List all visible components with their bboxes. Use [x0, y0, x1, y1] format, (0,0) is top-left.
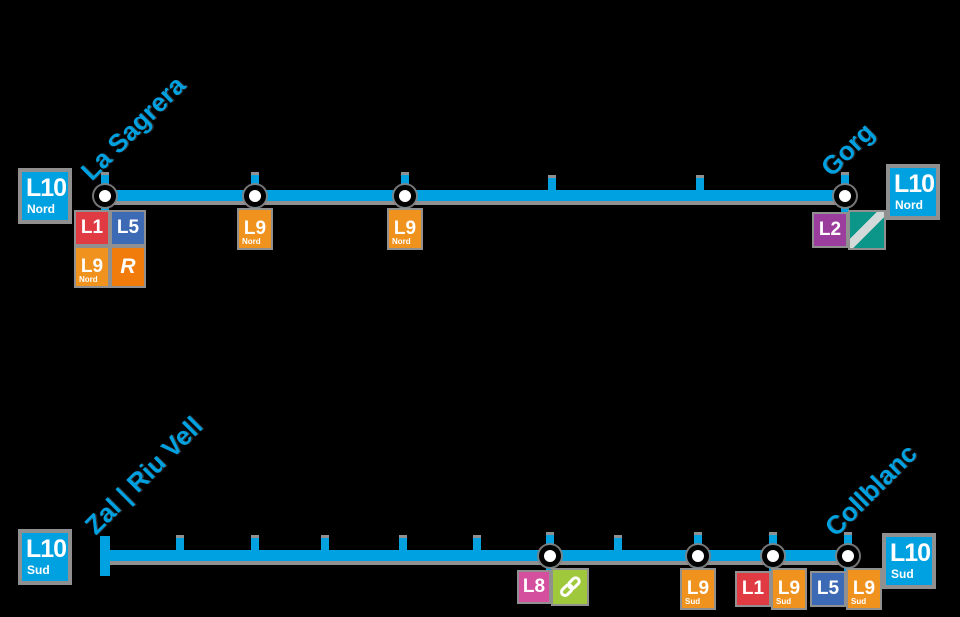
badge-text: L9	[243, 218, 267, 239]
station-dot-la-sagrera	[94, 185, 116, 207]
station-tick	[694, 560, 702, 574]
badge-subtext: Sud	[851, 597, 867, 606]
badge-text: L9	[852, 578, 876, 599]
endcap-line-label: L10	[894, 170, 935, 198]
l10-sud-rail	[103, 550, 848, 565]
endcap-branch-label: Nord	[895, 198, 923, 212]
station-dot-ciutat-de-la-justicia	[539, 545, 561, 567]
interchange-link-icon	[551, 568, 589, 606]
collblanc-connections: L5 L9 Sud	[810, 568, 882, 610]
station-tick	[844, 532, 852, 550]
chain-link-glyph	[546, 563, 594, 611]
station-tick	[844, 560, 852, 574]
station-tick	[546, 560, 554, 574]
badge-subtext: Nord	[79, 275, 98, 284]
l1-line-badge: L1	[735, 571, 771, 607]
l9-sud-line-badge: L9 Sud	[680, 568, 716, 610]
station-tick	[841, 172, 849, 190]
station-tick	[251, 200, 259, 214]
l10-nord-endcap-right: L10 Nord	[886, 164, 940, 220]
station-dot-onze-de-setembre	[244, 185, 266, 207]
station-dot-can-tries-gornal	[687, 545, 709, 567]
station-label-foc: Foc	[459, 493, 497, 531]
endcap-line-label: L10	[26, 174, 67, 202]
station-tick	[614, 535, 622, 553]
station-label-torrassa: Torrassa	[755, 463, 823, 531]
station-dot-collblanc	[837, 545, 859, 567]
l2-line-badge: L2	[812, 212, 848, 248]
bon-pastor-connections: L9 Nord	[387, 208, 423, 250]
badge-text: L9	[80, 256, 104, 277]
badge-subtext: Sud	[776, 597, 792, 606]
station-tick	[473, 535, 481, 553]
station-label-collblanc: Collblanc	[818, 438, 923, 542]
station-label-ecoparc: Ecoparc	[162, 466, 227, 531]
onze-de-setembre-connections: L9 Nord	[237, 208, 273, 250]
station-tick	[251, 172, 259, 190]
can-tries-gornal-connections: L9 Sud	[680, 568, 716, 610]
l10-sud-endcap-left: L10 Sud	[18, 529, 72, 585]
station-tick	[769, 532, 777, 550]
torrassa-connections: L1 L9 Sud	[735, 568, 807, 610]
l8-line-badge: L8	[517, 570, 551, 604]
la-sagrera-connections: L1 L5 L9 Nord R	[74, 210, 146, 288]
l9-sud-line-badge: L9 Sud	[771, 568, 807, 610]
l9-sud-line-badge: L9 Sud	[846, 568, 882, 610]
station-tick	[548, 175, 556, 193]
badge-text: L9	[777, 578, 801, 599]
l5-line-badge: L5	[110, 210, 146, 246]
badge-subtext: Nord	[242, 237, 261, 246]
station-tick	[321, 535, 329, 553]
badge-subtext: Sud	[685, 597, 701, 606]
ciutat-de-la-justicia-connections: L8	[517, 568, 589, 606]
station-tick	[694, 532, 702, 550]
l10-nord-endcap-left: L10 Nord	[18, 168, 72, 224]
l1-line-badge: L1	[74, 210, 110, 246]
station-label-foneria: Foneria	[385, 470, 446, 531]
station-tick	[401, 200, 409, 214]
l10-sud-endcap-right: L10 Sud	[882, 533, 936, 589]
l5-line-badge: L5	[810, 571, 846, 607]
l9-nord-line-badge: L9 Nord	[74, 246, 110, 288]
endcap-branch-label: Sud	[27, 563, 50, 577]
rodalies-badge: R	[110, 246, 146, 288]
station-tick	[546, 532, 554, 550]
l10-nord-rail	[104, 190, 845, 205]
station-tick	[401, 172, 409, 190]
badge-text: L9	[393, 218, 417, 239]
endcap-line-label: L10	[890, 539, 931, 567]
station-tick	[399, 535, 407, 553]
station-dot-gorg	[834, 185, 856, 207]
station-tick	[101, 200, 109, 214]
badge-subtext: Nord	[392, 237, 411, 246]
endcap-branch-label: Sud	[891, 567, 914, 581]
endcap-line-label: L10	[26, 535, 67, 563]
tram-icon	[848, 210, 886, 250]
station-label-onze-de-setembre: Onze de Setembre	[237, 45, 363, 171]
station-tick	[769, 560, 777, 574]
station-tick	[696, 175, 704, 193]
station-label-la-sagrera: La Sagrera	[74, 69, 192, 186]
endcap-branch-label: Nord	[27, 202, 55, 216]
station-label-ciutat-de-la-justicia: Ciutat de la Justícia	[532, 396, 667, 531]
l9-nord-line-badge: L9 Nord	[237, 208, 273, 250]
station-tick	[101, 172, 109, 190]
terminus-end-bar	[100, 536, 110, 576]
station-tick	[251, 535, 259, 553]
gorg-connections: L2	[812, 210, 886, 250]
station-tick	[176, 535, 184, 553]
station-label-llefia: Llefià	[534, 123, 582, 171]
station-dot-bon-pastor	[394, 185, 416, 207]
station-label-la-salut: La Salut	[682, 106, 747, 171]
station-tick	[841, 200, 849, 214]
badge-text: L9	[686, 578, 710, 599]
station-label-bon-pastor: Bon Pastor	[387, 88, 470, 171]
l9-nord-line-badge: L9 Nord	[387, 208, 423, 250]
station-dot-torrassa	[762, 545, 784, 567]
